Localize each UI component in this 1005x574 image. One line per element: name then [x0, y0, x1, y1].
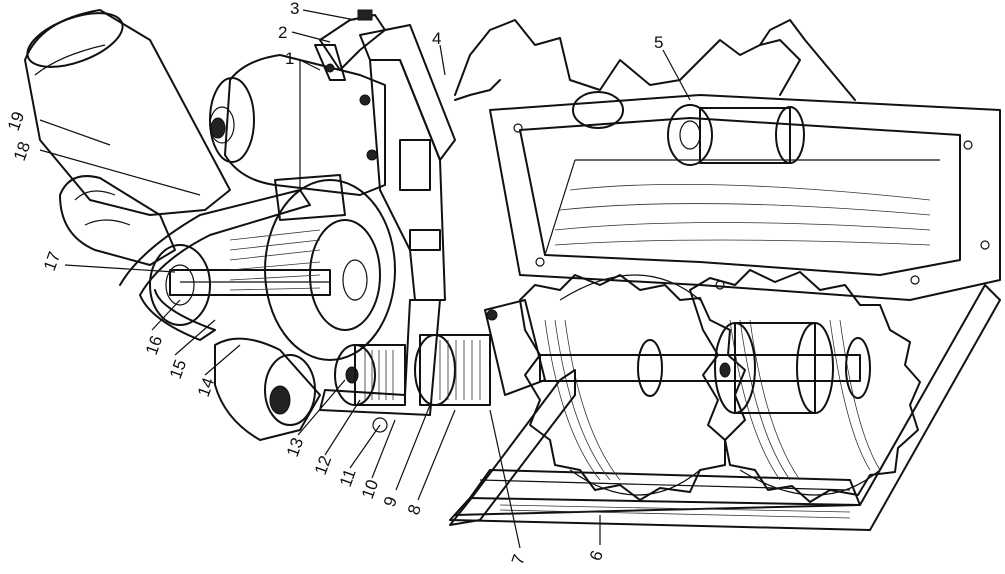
callout-5: 5	[654, 33, 663, 52]
gear-housing	[229, 174, 396, 361]
callout-11: 11	[336, 466, 360, 489]
bracket-plate	[359, 24, 456, 301]
callout-9: 9	[380, 494, 401, 509]
worm-shaft-assembly	[334, 299, 871, 433]
callout-8: 8	[404, 502, 425, 517]
callout-19: 19	[4, 109, 28, 133]
pulley-casing	[59, 175, 176, 266]
callout-12: 12	[311, 453, 335, 477]
callout-7: 7	[508, 552, 529, 567]
belt-drive	[119, 189, 331, 341]
electric-motor	[209, 54, 386, 196]
callout-13: 13	[283, 435, 307, 459]
base-frame	[449, 284, 1001, 531]
gear-motor	[214, 337, 321, 441]
canister	[24, 9, 231, 216]
top-lever	[314, 9, 386, 81]
callout-10: 10	[358, 477, 382, 501]
callout-4: 4	[432, 29, 441, 48]
callout-18: 18	[10, 139, 34, 163]
leader-lines	[39, 9, 691, 549]
callout-15: 15	[166, 357, 190, 381]
callout-16: 16	[142, 333, 166, 357]
callout-6: 6	[586, 548, 607, 563]
callout-1: 1	[285, 49, 294, 68]
support-plate	[319, 299, 576, 526]
callout-17: 17	[40, 249, 64, 273]
callout-2: 2	[278, 23, 287, 42]
upper-housing	[489, 91, 1001, 301]
callout-3: 3	[290, 0, 299, 18]
